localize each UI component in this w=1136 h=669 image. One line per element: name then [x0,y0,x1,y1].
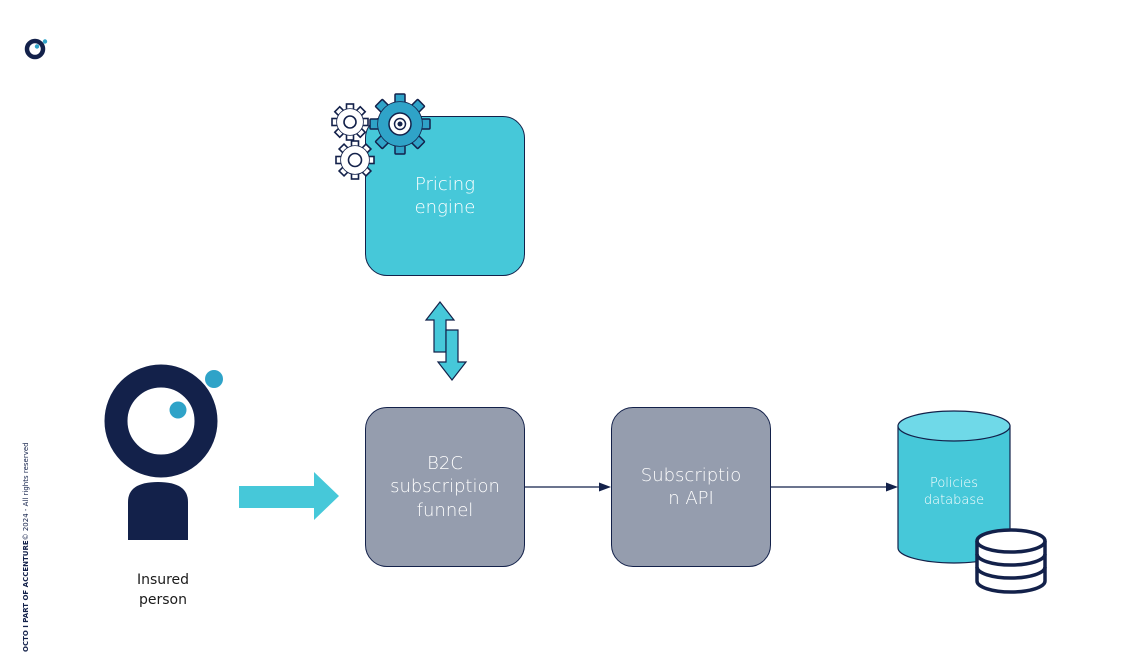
pricing-engine-label: Pricing engine [414,173,476,218]
footer-rights: © 2024 - All rights reserved [22,442,30,541]
octo-logo-icon [24,38,48,60]
connector-api-to-db [771,482,898,492]
footer-brand: OCTO I PART OF ACCENTURE [22,540,30,652]
bidirectional-arrow [424,301,468,381]
b2c-funnel-label: B2C subscription funnel [390,452,500,521]
entry-arrow [239,472,339,520]
insured-person-label: Insured person [136,572,190,608]
b2c-subscription-funnel-node: B2C subscription funnel [365,407,525,567]
subscription-api-node: Subscriptio n API [611,407,771,567]
copyright-footer: OCTO I PART OF ACCENTURE© 2024 - All rig… [22,412,30,652]
policies-database-node [897,410,1011,564]
gears-icon [331,93,431,180]
connector-funnel-to-api [525,482,611,492]
database-stack-icon [975,528,1047,594]
policies-database-label: Policies database [923,476,985,508]
subscription-api-label: Subscriptio n API [640,464,742,509]
person-icon [104,364,223,540]
